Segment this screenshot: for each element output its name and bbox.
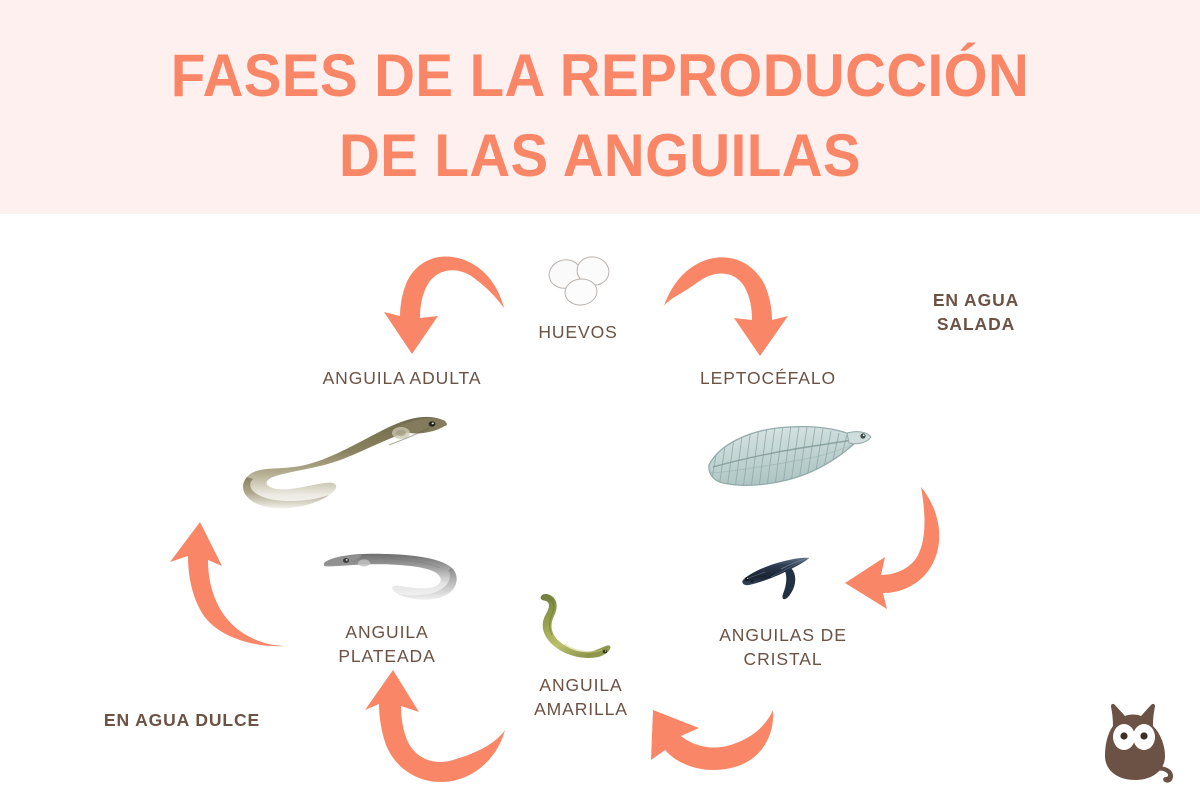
arrow-huevos-to-adulta bbox=[372, 250, 508, 358]
page-title: FASES DE LA REPRODUCCIÓN DE LAS ANGUILAS bbox=[170, 42, 1030, 189]
arrow-plateada-to-adulta bbox=[166, 522, 290, 650]
stage-label-cristal: ANGUILAS DE CRISTAL bbox=[719, 625, 847, 670]
habitat-label-salt-water: EN AGUA SALADA bbox=[932, 290, 1020, 335]
yellow-eel-illustration bbox=[528, 588, 628, 664]
header-band bbox=[0, 0, 1200, 214]
leptocephalus-illustration bbox=[697, 415, 875, 499]
stage-label-amarilla: ANGUILA AMARILLA bbox=[534, 675, 628, 720]
silver-eel-illustration bbox=[318, 538, 468, 612]
glass-eel-illustration bbox=[739, 548, 815, 604]
stage-label-plateada: ANGUILA PLATEADA bbox=[338, 622, 436, 667]
stage-label-lepto: LEPTOCÉFALO bbox=[699, 368, 836, 388]
arrow-huevos-to-lepto bbox=[660, 252, 796, 360]
habitat-label-fresh-water: EN AGUA DULCE bbox=[103, 710, 261, 730]
arrow-amarilla-to-plateada bbox=[365, 668, 509, 792]
stage-label-huevos: HUEVOS bbox=[538, 322, 618, 342]
stage-label-adulta: ANGUILA ADULTA bbox=[322, 368, 482, 388]
adult-eel-illustration bbox=[233, 403, 455, 515]
arrow-cristal-to-amarilla bbox=[641, 700, 777, 776]
eggs-illustration bbox=[543, 252, 615, 308]
cat-logo bbox=[1093, 700, 1177, 791]
arrow-lepto-to-cristal bbox=[843, 487, 949, 613]
